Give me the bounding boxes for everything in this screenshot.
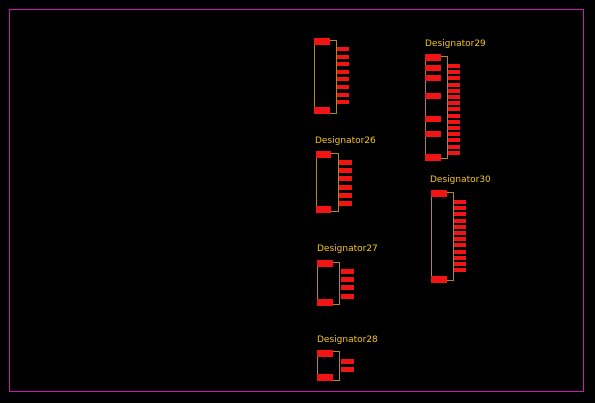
signal-pad: [454, 225, 466, 229]
mount-pad: [317, 374, 333, 381]
signal-pad: [448, 83, 460, 87]
signal-pad: [337, 47, 349, 51]
signal-pad: [448, 120, 460, 124]
signal-pad: [448, 138, 460, 142]
signal-pad: [454, 268, 466, 272]
signal-pad: [448, 95, 460, 99]
signal-pad: [339, 160, 352, 165]
signal-pad: [448, 101, 460, 105]
signal-pad: [337, 85, 349, 89]
signal-pad: [339, 168, 352, 173]
signal-pad: [454, 219, 466, 223]
signal-pad: [448, 151, 460, 155]
designator-label: Designator30: [430, 175, 491, 185]
component-body-outline: [425, 56, 448, 159]
signal-pad: [337, 70, 349, 74]
mount-pad: [314, 107, 330, 114]
signal-pad: [337, 100, 349, 104]
component-body-outline: [314, 40, 337, 114]
designator-label: Designator28: [317, 335, 378, 345]
signal-pad: [454, 206, 466, 210]
component-body-outline: [316, 153, 339, 212]
mount-pad: [317, 350, 333, 357]
mount-pad: [317, 299, 333, 306]
signal-pad: [448, 107, 460, 111]
signal-pad: [454, 212, 466, 216]
mount-pad: [425, 65, 441, 71]
signal-pad: [341, 277, 354, 282]
mount-pad: [425, 131, 441, 137]
signal-pad: [341, 285, 354, 290]
designator-label: Designator26: [315, 136, 376, 146]
mount-pad: [431, 276, 447, 283]
signal-pad: [337, 93, 349, 97]
signal-pad: [448, 70, 460, 74]
mount-pad: [316, 206, 331, 213]
signal-pad: [448, 76, 460, 80]
signal-pad: [448, 145, 460, 149]
mount-pad: [425, 54, 441, 61]
signal-pad: [448, 89, 460, 93]
signal-pad: [448, 64, 460, 68]
signal-pad: [337, 77, 349, 81]
signal-pad: [339, 193, 352, 198]
signal-pad: [339, 176, 352, 181]
signal-pad: [339, 185, 352, 190]
mount-pad: [314, 38, 330, 45]
signal-pad: [448, 126, 460, 130]
signal-pad: [454, 231, 466, 235]
signal-pad: [448, 114, 460, 118]
mount-pad: [317, 260, 333, 267]
signal-pad: [454, 237, 466, 241]
board-outline: [9, 9, 584, 392]
mount-pad: [425, 93, 441, 99]
signal-pad: [454, 250, 466, 254]
designator-label: Designator29: [425, 39, 486, 49]
component-body-outline: [431, 192, 454, 281]
signal-pad: [337, 62, 349, 66]
signal-pad: [341, 359, 354, 364]
signal-pad: [454, 262, 466, 266]
mount-pad: [431, 190, 447, 197]
signal-pad: [454, 256, 466, 260]
signal-pad: [339, 201, 352, 206]
signal-pad: [454, 243, 466, 247]
signal-pad: [341, 269, 354, 274]
signal-pad: [341, 367, 354, 372]
signal-pad: [454, 200, 466, 204]
signal-pad: [448, 132, 460, 136]
mount-pad: [316, 151, 331, 158]
signal-pad: [337, 55, 349, 59]
mount-pad: [425, 75, 441, 81]
mount-pad: [425, 116, 441, 122]
mount-pad: [425, 154, 441, 161]
designator-label: Designator27: [317, 244, 378, 254]
signal-pad: [341, 294, 354, 299]
